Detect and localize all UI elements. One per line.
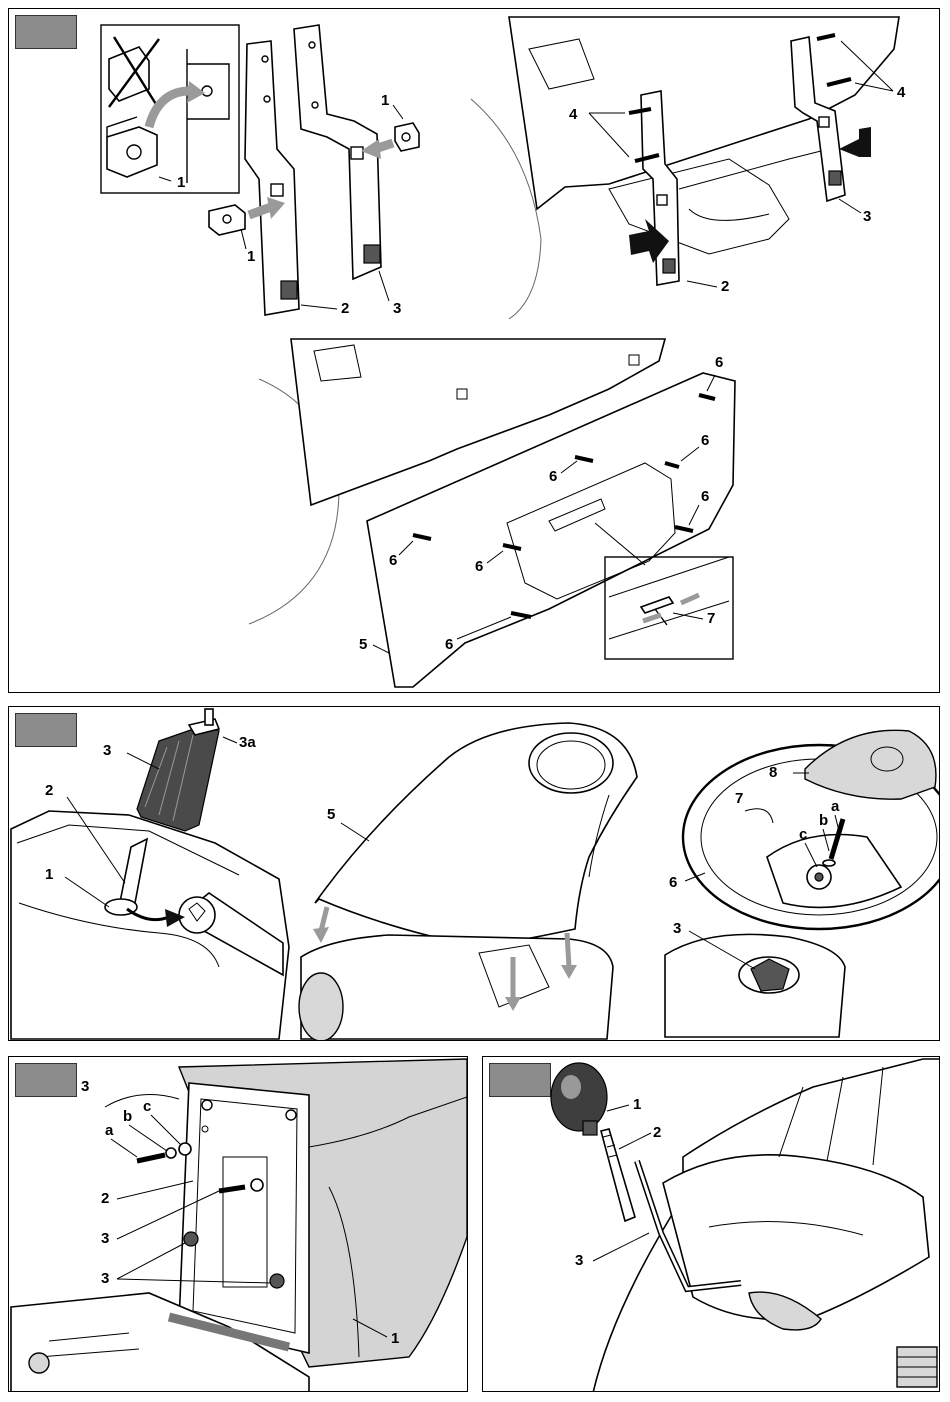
tractor-seat-area: [593, 1059, 940, 1392]
label-bolt-low-3: 3: [101, 1270, 109, 1287]
figure-1-illustration: 1 1 1 2 3: [9, 9, 940, 693]
arrow-push-right: [839, 127, 871, 157]
connector: [897, 1347, 937, 1387]
label-bracket-2-installed: 2: [721, 278, 729, 295]
label-cover-5: 5: [327, 806, 335, 823]
label-bracket-2: 2: [341, 300, 349, 317]
label-bracket-3: 3: [393, 300, 401, 317]
figure-3-panel: 3 a b c 2 3 3 1: [8, 1056, 468, 1392]
label-shaft-2: 2: [45, 782, 53, 799]
label-clip-b: 1: [247, 248, 255, 265]
label-group-3: 3: [81, 1078, 89, 1095]
figure-2-panel: 3 3a 2 1 5: [8, 706, 940, 1041]
label-knob-1: 1: [633, 1096, 641, 1113]
label-panel-5: 5: [359, 636, 367, 653]
label-wheel-6: 6: [669, 874, 677, 891]
label-clip-c: 1: [381, 92, 389, 109]
label-screw-6: 6: [475, 558, 483, 575]
label-bolt-c: c: [799, 826, 807, 843]
clip-b: [209, 205, 245, 235]
label-bolt-mid-3: 3: [101, 1230, 109, 1247]
figure-4-panel: 1 2 3: [482, 1056, 940, 1392]
label-screw-4: 6: [701, 488, 709, 505]
seat-plate-2: [179, 1083, 309, 1353]
label-clip-a: 1: [177, 174, 185, 191]
figure-4-illustration: 1 2 3: [483, 1057, 940, 1392]
rod-2: [601, 1129, 635, 1221]
label-group-7: 7: [735, 790, 743, 807]
clip-c: [395, 123, 419, 151]
dash-cover-5: [315, 723, 637, 947]
label-cap-8: 8: [769, 764, 777, 781]
figure-2-illustration: 3 3a 2 1 5: [9, 707, 940, 1041]
label-screw-5: 6: [389, 552, 397, 569]
label-knob-3: 3: [103, 742, 111, 759]
bracket-2-loose: [245, 41, 299, 315]
label-b: b: [123, 1108, 132, 1125]
label-screw-2: 6: [701, 432, 709, 449]
label-bolt-4-left: 4: [569, 106, 578, 123]
label-rod-2: 2: [653, 1124, 661, 1141]
hub-3: [665, 934, 845, 1037]
label-lever-3: 3: [575, 1252, 583, 1269]
label-screw-1: 6: [715, 354, 723, 371]
label-knob-3a: 3a: [239, 734, 256, 751]
label-seat-1: 1: [391, 1330, 399, 1347]
label-screw-3: 6: [549, 468, 557, 485]
label-bracket-3-installed: 3: [863, 208, 871, 225]
label-a: a: [105, 1122, 114, 1139]
figure-1-panel: 1 1 1 2 3: [8, 8, 940, 693]
label-hub-3: 3: [673, 920, 681, 937]
knob-1: [551, 1063, 607, 1135]
tractor-rear-upper: [509, 17, 899, 254]
inset-latch-detail: [605, 557, 733, 659]
label-plate-2: 2: [101, 1190, 109, 1207]
label-latch-7: 7: [707, 610, 715, 627]
label-nut-1: 1: [45, 866, 53, 883]
figure-3-illustration: 3 a b c 2 3 3 1: [9, 1057, 468, 1392]
label-c: c: [143, 1098, 151, 1115]
label-bolt-b: b: [819, 812, 828, 829]
label-bolt-a: a: [831, 798, 840, 815]
label-bolt-4-right: 4: [897, 84, 906, 101]
label-screw-7: 6: [445, 636, 453, 653]
knob-3: [137, 709, 219, 831]
clip-crossed-out: [109, 37, 159, 109]
